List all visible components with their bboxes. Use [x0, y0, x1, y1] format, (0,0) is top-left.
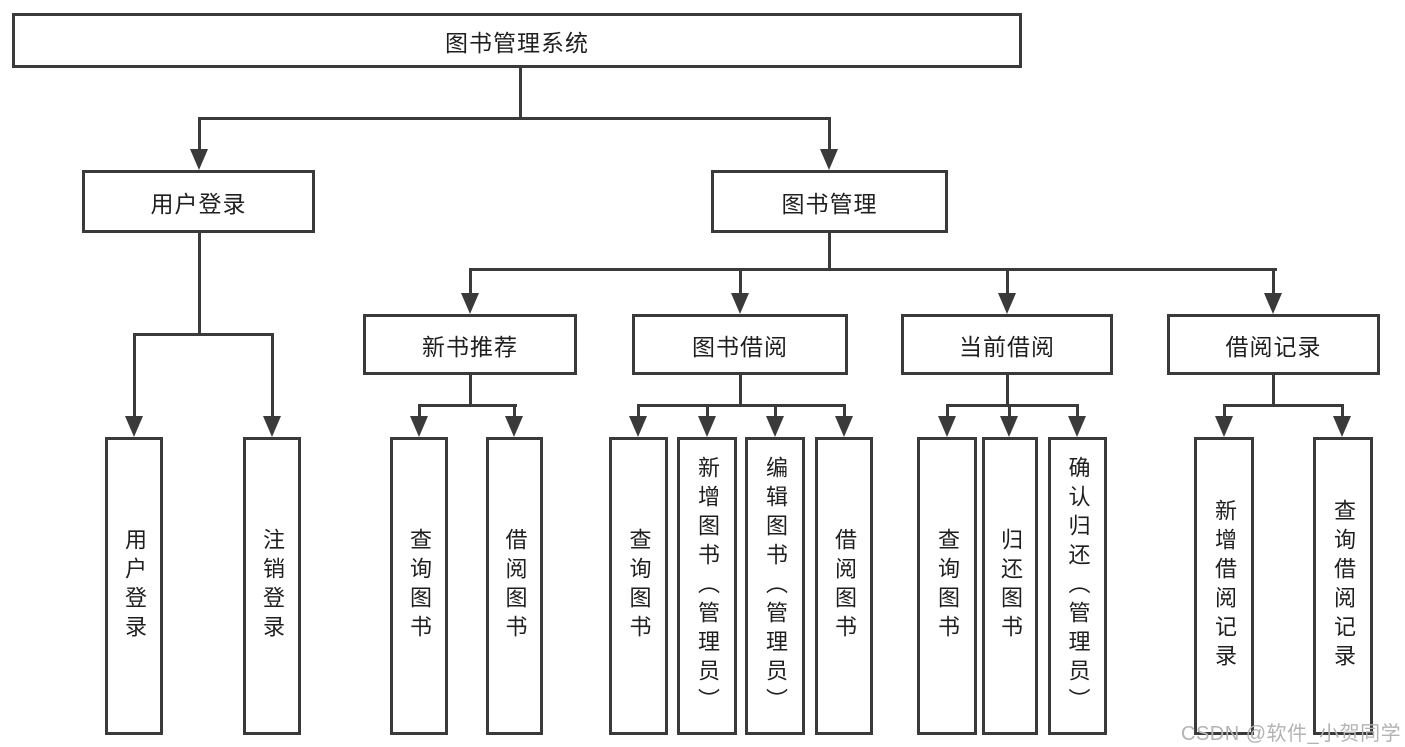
- connector-drop: [1223, 404, 1226, 418]
- connector-root-trunk: [519, 68, 522, 119]
- arrowhead-down-icon: [125, 416, 143, 437]
- connector-drop: [1076, 404, 1079, 418]
- arrowhead-down-icon: [820, 149, 838, 170]
- node-root: 图书管理系统: [12, 13, 1022, 68]
- connector-drop: [271, 333, 274, 416]
- arrowhead-down-icon: [1215, 416, 1233, 437]
- connector-level2-rail: [198, 117, 831, 120]
- leaf-query-books-borrowing: 查询图书: [609, 437, 668, 735]
- leaf-label: 查询图书: [407, 528, 432, 644]
- leaf-borrow-books: 借阅图书: [815, 437, 873, 735]
- arrowhead-down-icon: [263, 416, 281, 437]
- connector-rail: [418, 404, 517, 407]
- node-book-management: 图书管理: [711, 170, 948, 233]
- connector-trunk: [1006, 375, 1009, 407]
- connector-drop: [1006, 268, 1009, 294]
- leaf-label: 借阅图书: [832, 528, 857, 644]
- arrowhead-down-icon: [461, 293, 479, 314]
- connector-drop: [133, 333, 136, 416]
- leaf-label: 新增图书（管理员）: [695, 455, 720, 717]
- connector-drop: [1341, 404, 1344, 418]
- arrowhead-down-icon: [410, 416, 428, 437]
- leaf-label: 借阅图书: [502, 528, 528, 644]
- connector-level3-rail: [469, 268, 1277, 271]
- arrowhead-down-icon: [938, 416, 956, 437]
- leaf-label: 确认归还（管理员）: [1065, 455, 1091, 717]
- leaf-user-login: 用户登录: [105, 437, 163, 735]
- leaf-query-borrow-record: 查询借阅记录: [1313, 437, 1373, 735]
- arrowhead-down-icon: [1264, 293, 1282, 314]
- leaf-label: 归还图书: [998, 528, 1023, 644]
- leaf-label: 查询图书: [626, 528, 652, 644]
- connector-drop: [774, 404, 777, 418]
- node-user-login: 用户登录: [82, 170, 315, 233]
- arrowhead-down-icon: [629, 416, 647, 437]
- connector-drop: [418, 404, 421, 418]
- connector-drop: [739, 268, 742, 294]
- connector-drop: [946, 404, 949, 418]
- connector-drop: [1008, 404, 1011, 418]
- arrowhead-down-icon: [766, 416, 784, 437]
- leaf-label: 查询借阅记录: [1331, 499, 1356, 673]
- arrowhead-down-icon: [1333, 416, 1351, 437]
- leaf-edit-book-admin: 编辑图书（管理员）: [745, 437, 805, 735]
- arrowhead-down-icon: [190, 149, 208, 170]
- connector-user-login-rail: [133, 333, 274, 336]
- connector-trunk: [739, 375, 742, 407]
- connector-drop: [706, 404, 709, 418]
- leaf-query-books-current: 查询图书: [917, 437, 977, 735]
- leaf-return-books: 归还图书: [982, 437, 1038, 735]
- leaf-add-book-admin: 新增图书（管理员）: [677, 437, 737, 735]
- connector-drop: [843, 404, 846, 418]
- node-new-book-recommend: 新书推荐: [363, 314, 577, 375]
- connector-user-login-trunk: [198, 233, 201, 336]
- leaf-label: 编辑图书（管理员）: [763, 455, 788, 717]
- leaf-borrow-books-recommend: 借阅图书: [486, 437, 543, 735]
- leaf-label: 注销登录: [260, 528, 285, 644]
- arrowhead-down-icon: [998, 293, 1016, 314]
- arrowhead-down-icon: [505, 416, 523, 437]
- connector-trunk: [1272, 375, 1275, 407]
- leaf-add-borrow-record: 新增借阅记录: [1194, 437, 1254, 735]
- connector-drop: [198, 117, 201, 150]
- arrowhead-down-icon: [835, 416, 853, 437]
- arrowhead-down-icon: [1068, 416, 1086, 437]
- connector-drop: [637, 404, 640, 418]
- connector-rail: [1223, 404, 1344, 407]
- node-current-borrowing: 当前借阅: [901, 314, 1113, 375]
- leaf-confirm-return-admin: 确认归还（管理员）: [1048, 437, 1107, 735]
- arrowhead-down-icon: [1000, 416, 1018, 437]
- arrowhead-down-icon: [698, 416, 716, 437]
- connector-drop: [469, 268, 472, 294]
- leaf-label: 新增借阅记录: [1212, 499, 1237, 673]
- connector-drop: [1272, 268, 1275, 294]
- leaf-label: 用户登录: [122, 528, 147, 644]
- node-book-borrowing: 图书借阅: [632, 314, 848, 375]
- leaf-label: 查询图书: [935, 528, 960, 644]
- connector-drop: [828, 117, 831, 150]
- connector-drop: [513, 404, 516, 418]
- connector-trunk: [469, 375, 472, 407]
- node-borrowing-records: 借阅记录: [1167, 314, 1380, 375]
- connector-rail: [946, 404, 1079, 407]
- connector-rail: [637, 404, 846, 407]
- leaf-query-books-recommend: 查询图书: [390, 437, 448, 735]
- connector-book-management-trunk: [828, 233, 831, 271]
- leaf-logout: 注销登录: [243, 437, 301, 735]
- watermark: CSDN @软件_小贺同学: [1181, 723, 1402, 745]
- arrowhead-down-icon: [731, 293, 749, 314]
